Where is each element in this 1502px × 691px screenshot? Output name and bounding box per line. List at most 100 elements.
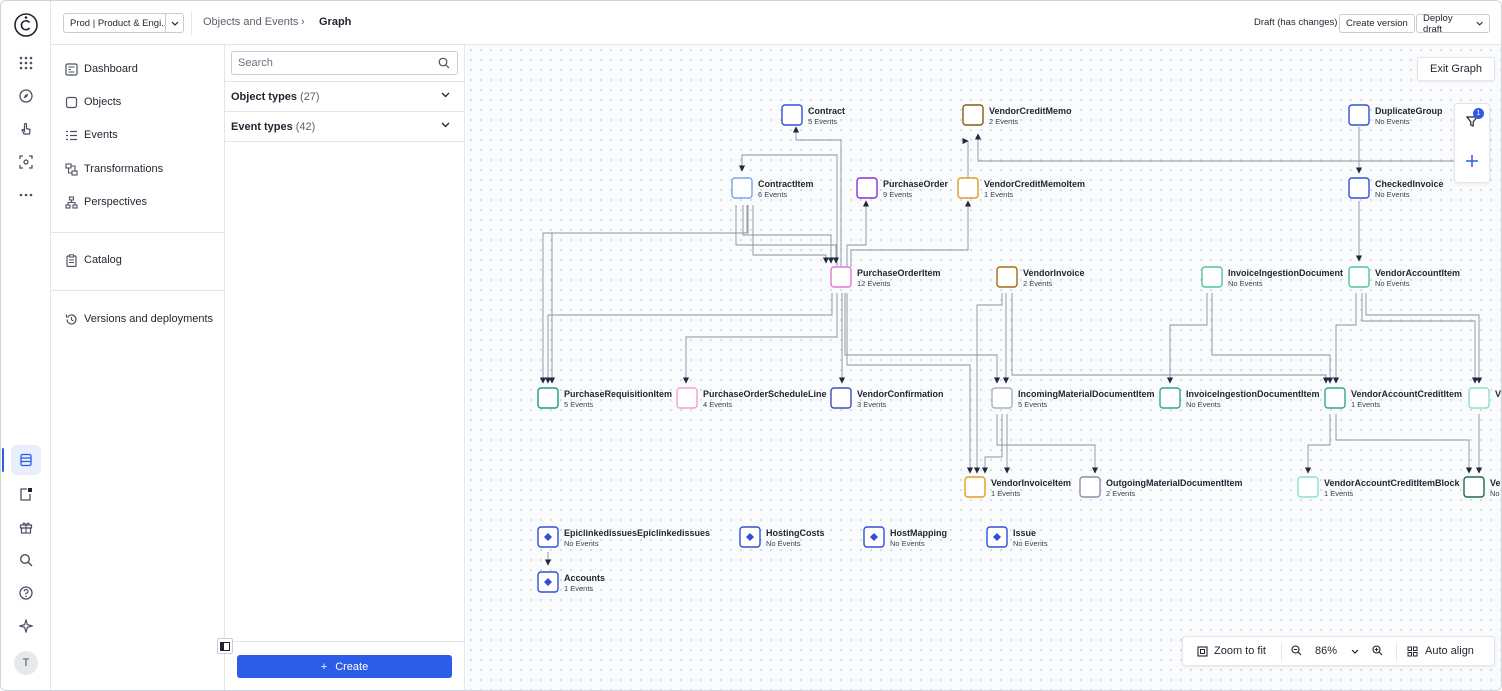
graph-node-box[interactable] — [991, 387, 1013, 409]
graph-node-box[interactable] — [1297, 476, 1319, 498]
graph-node-name: VendorInvoiceItem — [991, 478, 1071, 488]
zoom-out-button[interactable] — [1291, 645, 1302, 656]
menu-item-objects[interactable]: Objects — [63, 92, 121, 112]
more-icon[interactable] — [11, 180, 41, 210]
zoom-toolbar: Zoom to fit 86% Auto align — [1182, 636, 1495, 666]
types-panel: Search Object types (27) Event types (42… — [225, 45, 465, 690]
breadcrumb-objects-and-events[interactable]: Objects and Events — [203, 16, 299, 28]
graph-node-name: Contract — [808, 106, 845, 116]
graph-node-box[interactable] — [1348, 177, 1370, 199]
graph-node-box[interactable] — [1201, 266, 1223, 288]
deploy-draft-label: Deploy draft — [1423, 12, 1453, 35]
graph-node-box[interactable] — [1324, 387, 1346, 409]
menu-item-dashboard[interactable]: Dashboard — [63, 59, 138, 79]
graph-node-box[interactable] — [781, 104, 803, 126]
graph-node-box[interactable] — [676, 387, 698, 409]
create-version-button[interactable]: Create version — [1339, 14, 1415, 33]
graph-node-box[interactable] — [537, 387, 559, 409]
gift-icon[interactable] — [11, 512, 41, 542]
graph-node-box[interactable] — [731, 177, 753, 199]
chevron-down-icon — [441, 92, 450, 98]
menu-item-catalog[interactable]: Catalog — [63, 250, 122, 270]
auto-align-button[interactable]: Auto align — [1407, 645, 1474, 657]
sparkle-icon[interactable] — [11, 611, 41, 641]
graph-node-subtitle: No Events — [564, 539, 599, 548]
zoom-level[interactable]: 86% — [1315, 645, 1359, 657]
event-types-accordion[interactable]: Event types (42) — [225, 112, 464, 142]
pointer-hand-icon[interactable] — [11, 114, 41, 144]
zoom-to-fit-button[interactable]: Zoom to fit — [1197, 645, 1266, 657]
user-avatar[interactable]: T — [14, 651, 38, 675]
graph-node-box[interactable] — [830, 266, 852, 288]
environment-selector[interactable]: Prod | Product & Engi... — [63, 13, 184, 33]
menu-item-label: Events — [84, 129, 118, 141]
create-button[interactable]: + Create — [237, 655, 452, 678]
graph-node-box[interactable] — [1348, 266, 1370, 288]
graph-node-box[interactable] — [1159, 387, 1181, 409]
graph-node-box[interactable] — [996, 266, 1018, 288]
graph-node-box[interactable] — [856, 177, 878, 199]
collapse-panel-button[interactable] — [217, 638, 233, 654]
help-icon[interactable] — [11, 578, 41, 608]
graph-node-box[interactable] — [1463, 476, 1485, 498]
search-icon[interactable] — [11, 545, 41, 575]
data-model-icon[interactable] — [2, 445, 41, 475]
object-types-accordion[interactable]: Object types (27) — [225, 82, 464, 112]
exit-graph-button[interactable]: Exit Graph — [1417, 57, 1495, 81]
create-version-label: Create version — [1346, 18, 1408, 29]
menu-item-perspectives[interactable]: Perspectives — [63, 192, 147, 212]
graph-node-box[interactable] — [957, 177, 979, 199]
add-icon[interactable] — [1465, 154, 1479, 168]
menu-item-transformations[interactable]: Transformations — [63, 159, 163, 179]
graph-node-box[interactable] — [830, 387, 852, 409]
menu-item-events[interactable]: Events — [63, 125, 118, 145]
graph-node-box[interactable] — [1079, 476, 1101, 498]
graph-node-edge1[interactable]: Ve — [1468, 387, 1502, 409]
graph-node-box[interactable] — [964, 476, 986, 498]
zoom-in-button[interactable] — [1372, 645, 1383, 656]
graph-node-subtitle: 1 Events — [984, 190, 1013, 199]
chevron-down-icon[interactable] — [165, 14, 183, 32]
deploy-draft-button[interactable]: Deploy draft — [1416, 12, 1490, 35]
graph-node-box[interactable] — [1348, 104, 1370, 126]
graph-node-box[interactable] — [962, 104, 984, 126]
menu-item-versions[interactable]: Versions and deployments — [63, 309, 213, 329]
compass-icon[interactable] — [11, 81, 41, 111]
search-input[interactable]: Search — [231, 51, 458, 75]
new-document-icon[interactable] — [11, 479, 41, 509]
scan-icon[interactable] — [11, 147, 41, 177]
app-logo-icon[interactable] — [13, 12, 39, 38]
graph-node-box[interactable] — [1468, 387, 1490, 409]
graph-node-name: HostMapping — [890, 528, 947, 538]
apps-grid-icon[interactable] — [11, 48, 41, 78]
graph-node-name: PurchaseOrderScheduleLine — [703, 389, 827, 399]
